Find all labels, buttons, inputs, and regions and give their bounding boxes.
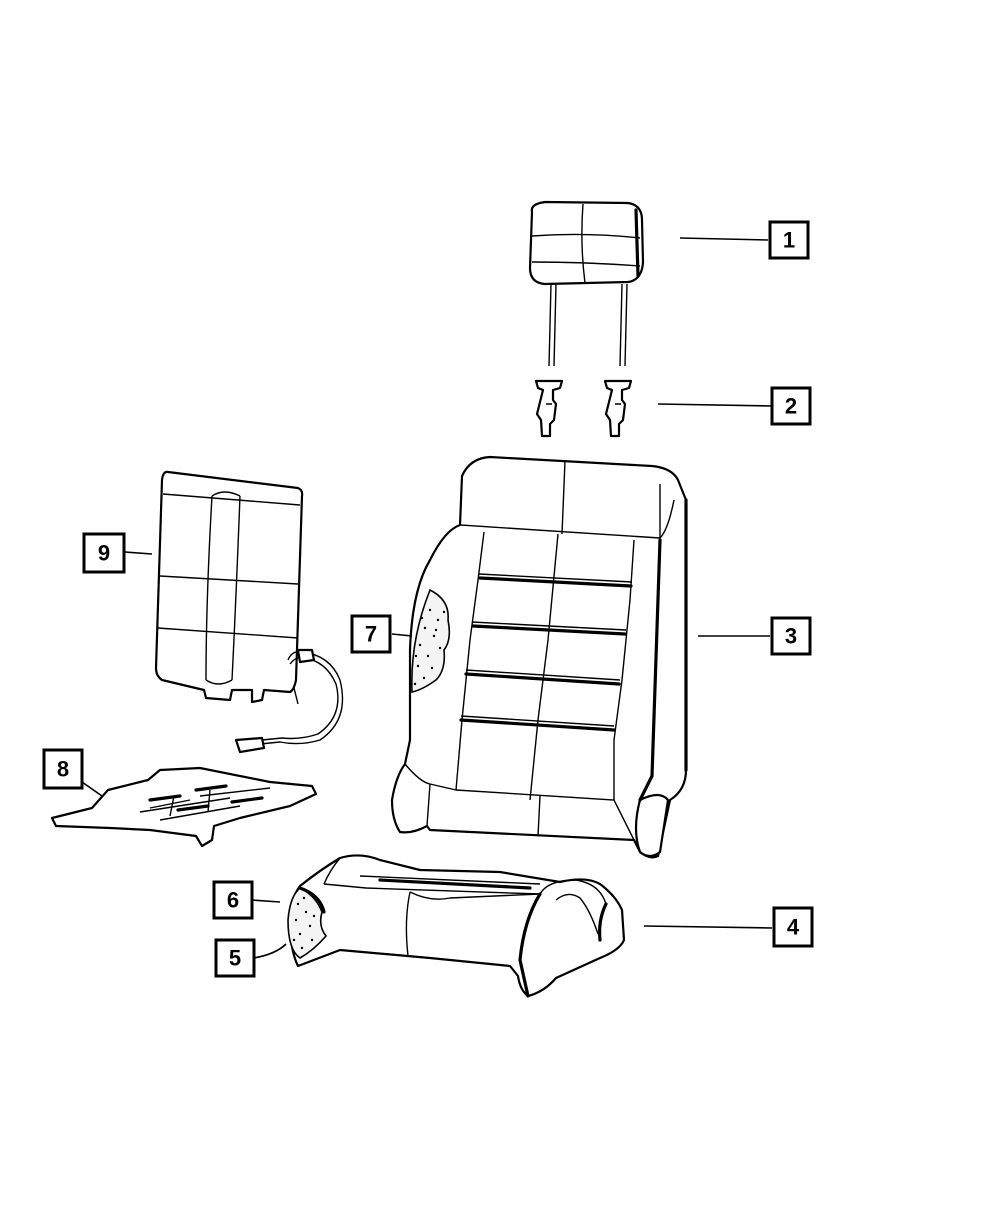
callout-6-label: 6 (227, 888, 239, 913)
seat-cushion-foam[interactable] (287, 887, 328, 959)
callout-2-label: 2 (785, 394, 797, 419)
callout-7[interactable]: 7 (350, 614, 392, 654)
leader-lines (81, 237, 773, 959)
callout-6[interactable]: 6 (212, 880, 254, 920)
callout-7-label: 7 (365, 622, 377, 647)
seat-back-cover[interactable] (390, 455, 688, 859)
callout-9[interactable]: 9 (82, 532, 126, 574)
seat-back-foam[interactable] (411, 588, 451, 693)
cushion-heater-element[interactable] (50, 766, 318, 848)
callout-1[interactable]: 1 (768, 220, 810, 260)
callout-4[interactable]: 4 (772, 906, 814, 948)
headrest[interactable] (528, 200, 645, 367)
callout-9-label: 9 (98, 541, 110, 566)
seat-back-heater-element[interactable] (154, 470, 344, 754)
callout-1-label: 1 (783, 228, 795, 253)
seat-cushion-heater[interactable] (298, 886, 326, 914)
seat-cushion-cover[interactable] (288, 854, 626, 998)
callout-2[interactable]: 2 (770, 386, 812, 426)
callout-3[interactable]: 3 (770, 616, 812, 656)
callout-5-label: 5 (229, 946, 241, 971)
callout-8-label: 8 (57, 757, 69, 782)
callout-8[interactable]: 8 (42, 748, 84, 790)
headrest-guide-sleeves[interactable] (534, 379, 633, 438)
callout-4-label: 4 (787, 915, 800, 940)
callout-3-label: 3 (785, 624, 797, 649)
callout-5[interactable]: 5 (214, 938, 256, 978)
